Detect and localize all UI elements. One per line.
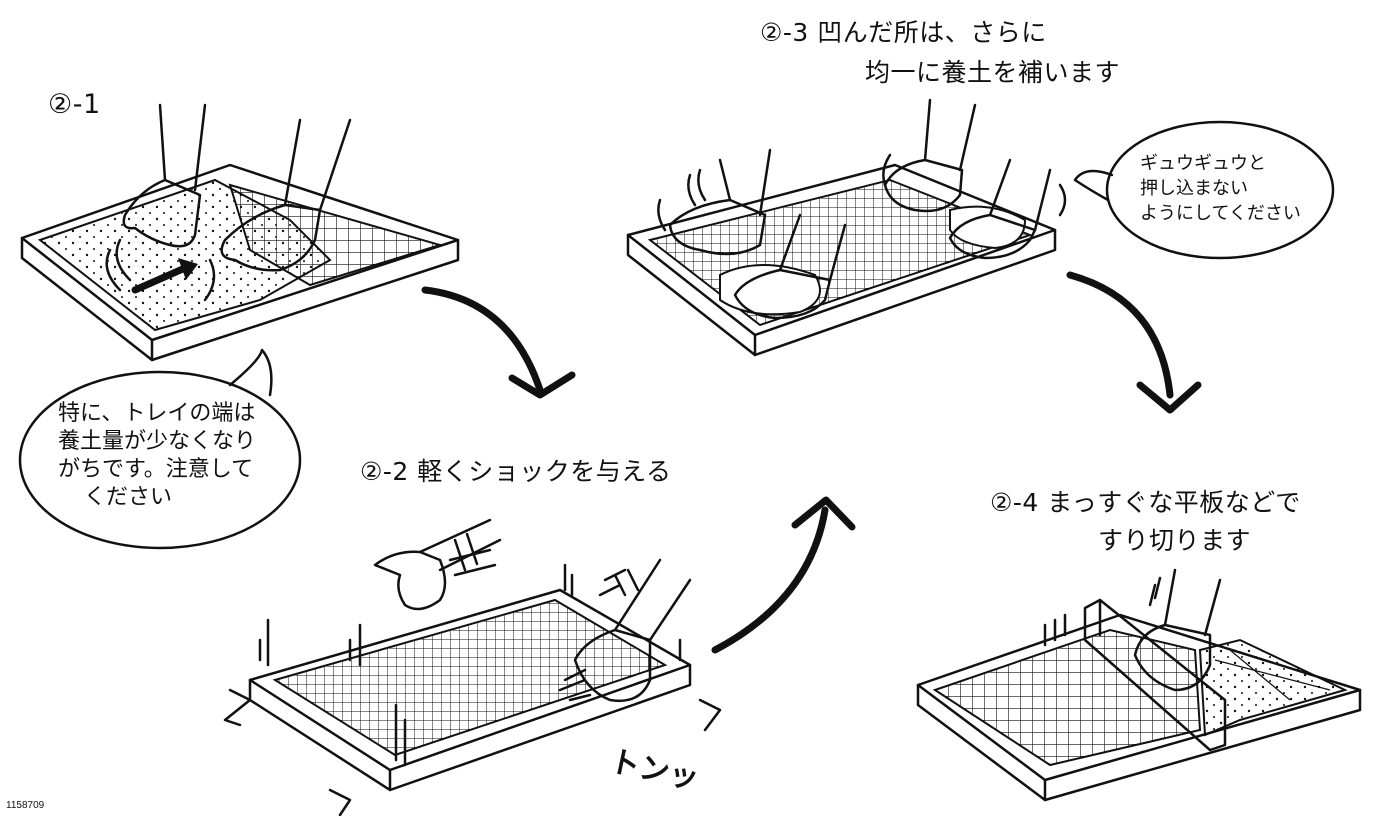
tray-step1 bbox=[20, 163, 460, 362]
arrowhead-3 bbox=[1136, 381, 1202, 414]
tray-step2 bbox=[223, 563, 722, 817]
bubble-left-line2: 養土量が少なくなり bbox=[58, 429, 257, 454]
speech-bubble-right bbox=[1073, 120, 1335, 260]
image-id: 1158709 bbox=[6, 800, 45, 811]
hands-step2 bbox=[373, 518, 692, 703]
bubble-right-line3: ようにしてください bbox=[1140, 203, 1301, 224]
curved-arrow-3-to-4 bbox=[1066, 271, 1174, 399]
bubble-left-line1: 特に、トレイの端は bbox=[58, 401, 256, 426]
bubble-left-line4: ください bbox=[84, 485, 173, 510]
arrowhead-2 bbox=[791, 496, 856, 531]
hands-step3 bbox=[657, 98, 1067, 320]
bubble-right-line1: ギュウギュウと bbox=[1140, 153, 1266, 174]
tray-step4 bbox=[916, 598, 1362, 802]
step-2-3-label-line1: ②-3 凹んだ所は、さらに bbox=[760, 18, 1047, 47]
hand-step4 bbox=[1043, 568, 1222, 692]
hands-step1 bbox=[122, 103, 352, 272]
step-2-1-label: ②-1 bbox=[48, 89, 101, 120]
step-2-3-label-line2: 均一に養土を補います bbox=[865, 58, 1121, 87]
bubble-right-line2: 押し込まない bbox=[1140, 178, 1248, 199]
step-2-4-label-line2: すり切ります bbox=[1098, 526, 1252, 555]
arrowhead-1 bbox=[508, 371, 576, 399]
step-2-4-label-line1: ②-4 まっすぐな平板などで bbox=[990, 488, 1301, 517]
curved-arrow-1-to-2 bbox=[421, 286, 544, 394]
tray-step3 bbox=[626, 163, 1057, 357]
curved-arrow-2-to-3 bbox=[711, 506, 829, 654]
speech-bubble-left bbox=[18, 348, 302, 550]
step-2-2-label: ②-2 軽くショックを与える bbox=[360, 457, 672, 486]
bubble-left-line3: がちです。注意して bbox=[58, 457, 254, 482]
